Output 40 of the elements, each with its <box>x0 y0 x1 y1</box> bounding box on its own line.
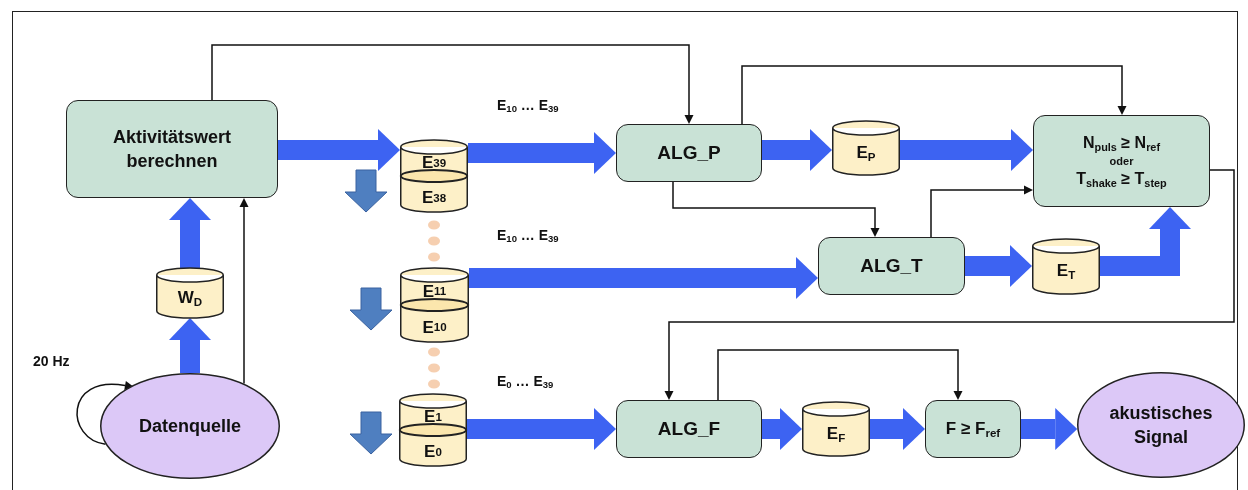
node-text: ALG_T <box>859 254 924 279</box>
block-arrow <box>469 257 818 299</box>
node-text: F ≥ F$_{ref}$ <box>944 417 1002 441</box>
block-arrow <box>965 245 1032 287</box>
node-text: ALG_F <box>656 417 722 442</box>
process-box <box>925 400 1021 458</box>
node-text: W$_{D}$ <box>176 286 204 310</box>
node-text: E$_{T}$ <box>1055 260 1077 283</box>
block-arrow <box>762 129 832 171</box>
node-text: T$_{shake}$ ≥ T$_{step}$ <box>1075 169 1168 190</box>
block-arrow <box>468 132 616 174</box>
block-arrow <box>870 408 925 450</box>
block-arrow <box>762 408 802 450</box>
node-text: E$_{P}$ <box>855 141 877 165</box>
node-text: akustisches Signal <box>1108 401 1214 449</box>
block-arrow <box>278 129 400 171</box>
process-box <box>616 124 762 182</box>
node-text: ALG_P <box>656 141 722 166</box>
process-box <box>1033 115 1210 207</box>
node-text: Datenquelle <box>138 414 242 438</box>
process-box <box>616 400 762 458</box>
node-text: oder <box>1108 153 1135 169</box>
arrow <box>717 349 963 401</box>
arrow <box>664 169 1235 400</box>
arrow <box>741 65 1127 125</box>
arrow <box>239 198 249 385</box>
block-arrow <box>1021 408 1078 450</box>
block-arrow <box>169 318 211 373</box>
block-arrow <box>900 129 1033 171</box>
node-text: N$_{puls}$ ≥ N$_{ref}$ <box>1081 133 1162 154</box>
arrow <box>211 44 694 124</box>
node-text: Aktivitätswert berechnen <box>111 125 232 173</box>
process-box <box>818 237 965 295</box>
arrow <box>76 381 134 445</box>
arrow <box>672 181 880 237</box>
block-arrow <box>169 198 211 268</box>
arrow <box>930 185 1033 238</box>
block-arrow <box>467 408 616 450</box>
process-box <box>66 100 278 198</box>
node-text: E$_{F}$ <box>825 422 847 446</box>
